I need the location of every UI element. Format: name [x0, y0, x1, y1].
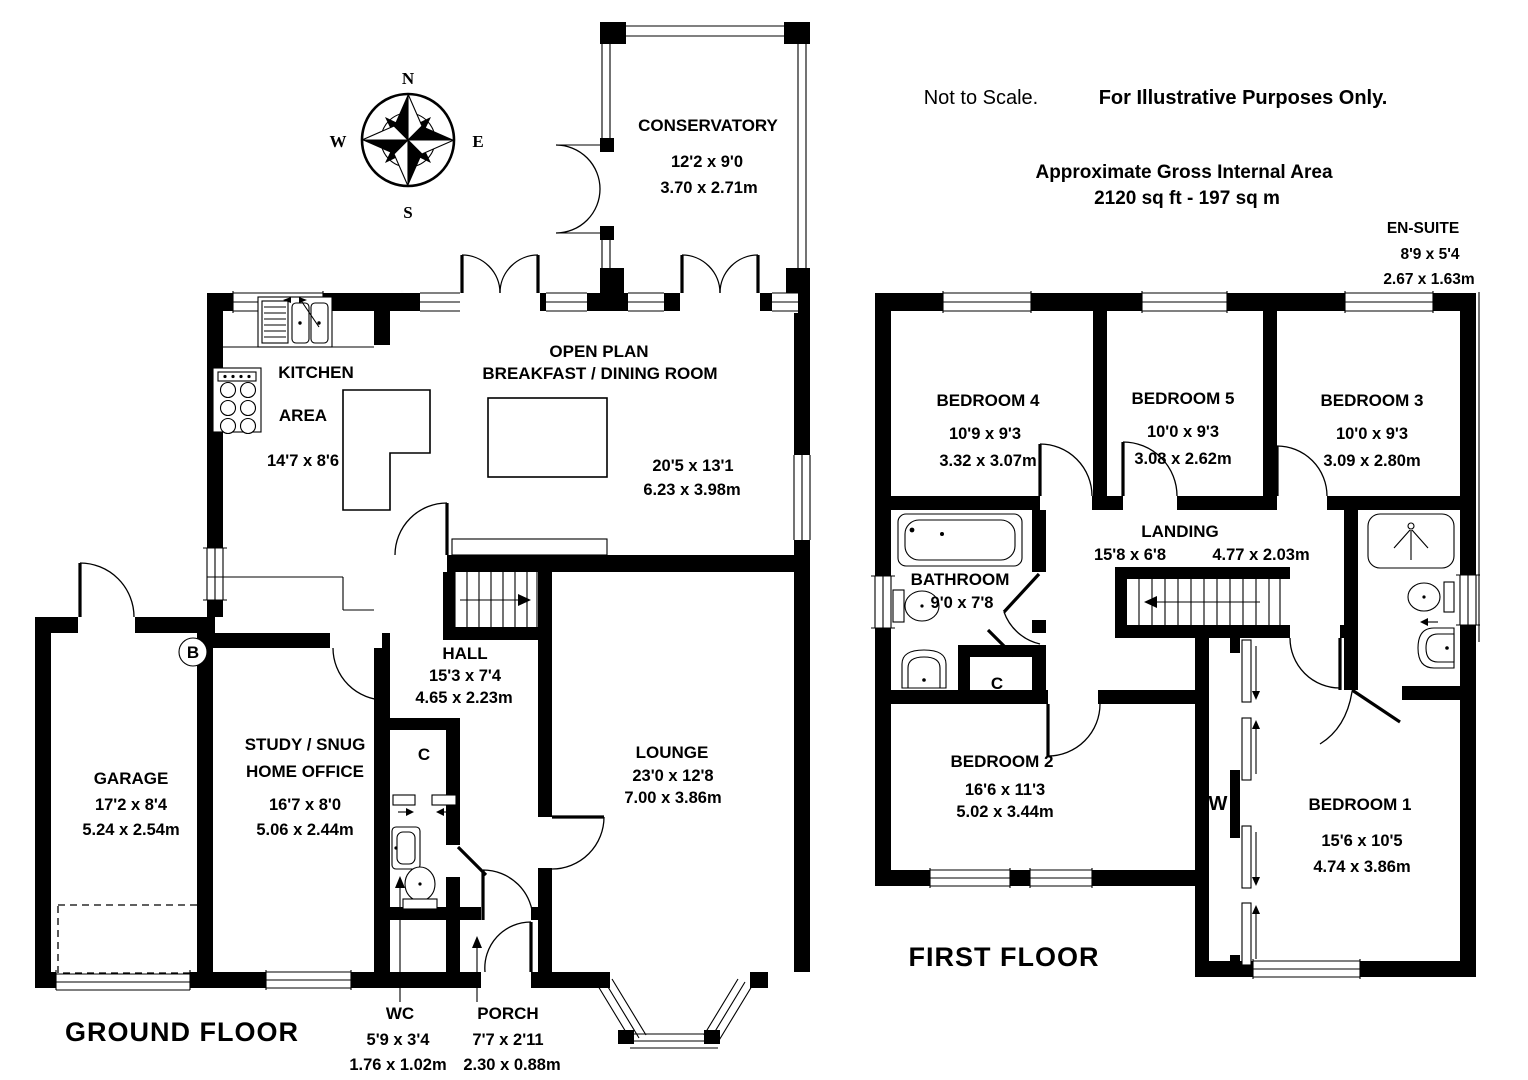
room-label-study-1: STUDY / SNUG — [245, 735, 366, 754]
boiler-label: B — [187, 643, 199, 662]
bathroom-toilet-icon — [892, 589, 940, 623]
ground-labels: CONSERVATORY 12'2 x 9'0 3.70 x 2.71m OPE… — [65, 116, 779, 1074]
room-label-study-2: HOME OFFICE — [246, 762, 364, 781]
room-dims-study-imperial: 16'7 x 8'0 — [269, 796, 341, 814]
room-label-openplan-1: OPEN PLAN — [549, 342, 648, 361]
conservatory-structure — [555, 22, 810, 293]
first-labels: EN-SUITE 8'9 x 5'4 2.67 x 1.63m BEDROOM … — [909, 220, 1475, 972]
bath-icon — [897, 513, 1023, 567]
room-dims-conservatory-imperial: 12'2 x 9'0 — [671, 153, 743, 171]
room-dims-openplan-metric: 6.23 x 3.98m — [643, 481, 740, 499]
boiler-marker: B — [178, 637, 208, 667]
room-dims-porch-imperial: 7'7 x 2'11 — [472, 1031, 543, 1049]
first-stairs — [1138, 579, 1281, 625]
illustrative-note: For Illustrative Purposes Only. — [1099, 87, 1388, 109]
compass-e-label: E — [472, 132, 483, 151]
header: Not to Scale. For Illustrative Purposes … — [924, 87, 1388, 209]
closet-label-ground: C — [418, 745, 430, 764]
kitchen-sink-icon — [223, 296, 374, 348]
closet-rails — [392, 794, 457, 816]
ground-doors — [78, 254, 760, 973]
room-label-wc: WC — [386, 1004, 414, 1023]
room-dims-study-metric: 5.06 x 2.44m — [256, 821, 353, 839]
kitchen-island — [207, 389, 431, 611]
garage-storage-dashed — [57, 904, 199, 974]
room-label-bathroom: BATHROOM — [911, 570, 1010, 589]
room-dims-porch-metric: 2.30 x 0.88m — [463, 1056, 560, 1074]
room-dims-landing-imperial: 15'8 x 6'8 — [1094, 546, 1166, 564]
room-dims-bedroom3-metric: 3.09 x 2.80m — [1323, 452, 1420, 470]
room-dims-hall-imperial: 15'3 x 7'4 — [429, 667, 502, 685]
room-dims-bedroom5-imperial: 10'0 x 9'3 — [1147, 423, 1219, 441]
ground-walls — [35, 293, 810, 1044]
wardrobe-sliding-doors — [1241, 639, 1260, 966]
area-title: Approximate Gross Internal Area — [1035, 162, 1332, 183]
room-label-kitchen-1: KITCHEN — [278, 363, 354, 382]
room-dims-conservatory-metric: 3.70 x 2.71m — [660, 179, 757, 197]
wardrobe-label: W — [1209, 793, 1228, 815]
room-dims-garage-imperial: 17'2 x 8'4 — [95, 796, 168, 814]
room-dims-bedroom2-metric: 5.02 x 3.44m — [956, 803, 1053, 821]
room-dims-ensuite-metric: 2.67 x 1.63m — [1383, 271, 1474, 288]
room-dims-bedroom4-imperial: 10'9 x 9'3 — [949, 425, 1021, 443]
room-dims-wc-metric: 1.76 x 1.02m — [349, 1056, 446, 1074]
ground-stairs — [454, 572, 538, 627]
room-label-lounge: LOUNGE — [636, 743, 709, 762]
wc-toilet-icon — [402, 866, 438, 918]
compass-s-label: S — [403, 203, 412, 222]
wc-sink-icon — [391, 826, 421, 870]
ground-floor-plan: B CONSERVATORY 12'2 x 9'0 3.70 x 2.71m O… — [35, 22, 814, 1074]
room-dims-bedroom5-metric: 3.08 x 2.62m — [1134, 450, 1231, 468]
room-label-landing: LANDING — [1141, 522, 1218, 541]
room-dims-bedroom3-imperial: 10'0 x 9'3 — [1336, 425, 1408, 443]
ensuite-toilet-icon — [1407, 581, 1455, 613]
first-doors — [986, 441, 1401, 757]
room-label-bedroom4: BEDROOM 4 — [937, 391, 1041, 410]
shower-icon — [1367, 513, 1455, 569]
dining-table — [451, 397, 608, 556]
room-dims-openplan-imperial: 20'5 x 13'1 — [652, 457, 733, 475]
ensuite-sink-icon — [1417, 618, 1455, 669]
compass-w-label: W — [330, 132, 347, 151]
room-label-bedroom5: BEDROOM 5 — [1132, 389, 1235, 408]
room-label-ensuite: EN-SUITE — [1387, 220, 1459, 237]
compass-n-label: N — [402, 69, 415, 88]
room-label-hall: HALL — [442, 644, 487, 663]
ground-floor-title: GROUND FLOOR — [65, 1017, 299, 1047]
hob-icon — [212, 367, 262, 435]
first-floor-plan: EN-SUITE 8'9 x 5'4 2.67 x 1.63m BEDROOM … — [871, 220, 1480, 979]
room-dims-garage-metric: 5.24 x 2.54m — [82, 821, 179, 839]
area-value: 2120 sq ft - 197 sq m — [1094, 188, 1280, 209]
not-to-scale-note: Not to Scale. — [924, 87, 1039, 109]
room-dims-wc-imperial: 5'9 x 3'4 — [367, 1031, 431, 1049]
room-label-porch: PORCH — [477, 1004, 538, 1023]
room-label-garage: GARAGE — [94, 769, 169, 788]
room-label-kitchen-2: AREA — [279, 406, 327, 425]
closet-label-first: C — [991, 674, 1003, 693]
room-dims-bedroom1-imperial: 15'6 x 10'5 — [1321, 832, 1402, 850]
room-label-bedroom1: BEDROOM 1 — [1309, 795, 1412, 814]
compass-rose-icon: N E S W — [330, 69, 484, 222]
room-dims-bathroom-imperial: 9'0 x 7'8 — [931, 594, 994, 612]
room-dims-hall-metric: 4.65 x 2.23m — [415, 689, 512, 707]
room-dims-landing-metric: 4.77 x 2.03m — [1212, 546, 1309, 564]
first-windows — [871, 291, 1480, 979]
room-dims-kitchen-imperial: 14'7 x 8'6 — [267, 452, 339, 470]
room-dims-lounge-imperial: 23'0 x 12'8 — [632, 767, 713, 785]
bay-window — [597, 978, 753, 1049]
room-dims-lounge-metric: 7.00 x 3.86m — [624, 789, 721, 807]
room-label-conservatory: CONSERVATORY — [638, 116, 778, 135]
room-label-bedroom2: BEDROOM 2 — [951, 752, 1054, 771]
ground-leaders — [395, 876, 482, 1002]
room-label-openplan-2: BREAKFAST / DINING ROOM — [482, 364, 717, 383]
room-dims-bedroom1-metric: 4.74 x 3.86m — [1313, 858, 1410, 876]
room-dims-bedroom4-metric: 3.32 x 3.07m — [939, 452, 1036, 470]
room-dims-bedroom2-imperial: 16'6 x 11'3 — [965, 781, 1045, 799]
bathroom-sink-icon — [901, 649, 947, 689]
room-label-bedroom3: BEDROOM 3 — [1321, 391, 1424, 410]
first-floor-title: FIRST FLOOR — [909, 942, 1100, 972]
room-dims-ensuite-imperial: 8'9 x 5'4 — [1400, 246, 1459, 263]
